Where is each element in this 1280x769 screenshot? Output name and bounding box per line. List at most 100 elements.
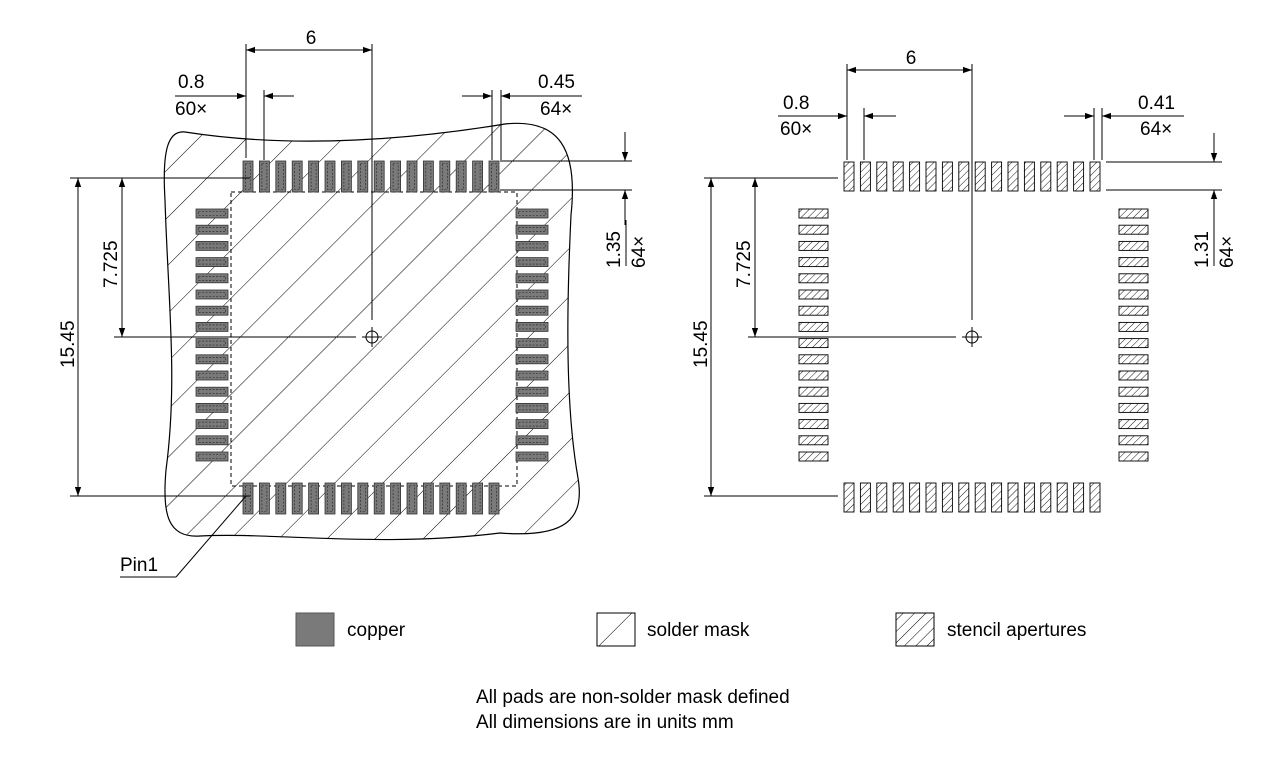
stencil-aperture <box>798 370 829 381</box>
stencil-aperture <box>1056 161 1068 192</box>
stencil-aperture <box>909 482 921 513</box>
half-span-dimension <box>114 177 356 338</box>
note-nsmd: All pads are non-solder mask defined <box>476 687 790 708</box>
legend-label-solder-mask: solder mask <box>647 620 750 641</box>
pitch-dimension <box>245 44 373 320</box>
pad-width-dimension <box>175 90 294 160</box>
stencil-aperture <box>798 435 829 446</box>
full-span-label: 15.45 <box>691 320 712 368</box>
copper-pad <box>515 370 549 381</box>
pad-mask-opening <box>458 163 465 190</box>
copper-pad <box>308 482 320 515</box>
right-aperture-column <box>1118 208 1149 462</box>
pad-mask-opening <box>310 163 317 190</box>
copper-pad <box>195 451 229 462</box>
copper-pad <box>455 160 467 193</box>
pad-mask-opening <box>245 163 251 190</box>
legend-label-copper: copper <box>347 620 406 641</box>
stencil-aperture <box>798 451 829 462</box>
stencil-aperture <box>1118 257 1149 268</box>
stencil-aperture <box>859 482 871 513</box>
stencil-aperture <box>1118 402 1149 413</box>
stencil-aperture <box>925 161 937 192</box>
pad-mask-opening <box>518 340 546 346</box>
pad-mask-opening <box>441 163 448 190</box>
pad-mask-opening <box>198 340 226 346</box>
pad-mask-opening <box>343 485 350 512</box>
pad-mask-opening <box>198 292 226 297</box>
copper-pad <box>488 482 500 515</box>
pad-mask-opening <box>198 227 226 232</box>
pad-mask-opening <box>198 421 226 427</box>
copper-pad <box>195 402 229 413</box>
copper-pad <box>324 160 336 193</box>
copper-pad <box>422 160 434 193</box>
copper-pad <box>195 419 229 430</box>
pad-mask-opening <box>518 437 546 443</box>
pad-mask-opening <box>518 243 546 249</box>
stencil-aperture <box>909 161 921 192</box>
pin1-leader <box>120 495 247 578</box>
mask-width-dimension <box>462 90 582 160</box>
pad-mask-opening <box>474 163 481 190</box>
full-span-dimension <box>704 177 838 497</box>
stencil-aperture <box>974 161 986 192</box>
stencil-aperture <box>892 482 904 513</box>
bottom-pad-row <box>242 482 500 515</box>
aperture-length-count: 64× <box>1217 236 1238 268</box>
copper-swatch <box>295 612 335 647</box>
half-span-label: 7.725 <box>101 240 122 288</box>
right-stencil-view: 6 0.8 60× 0.41 64× 1.31 64× <box>691 48 1238 513</box>
stencil-aperture <box>958 482 970 513</box>
stencil-aperture <box>1073 482 1085 513</box>
copper-pad <box>195 224 229 235</box>
stencil-aperture <box>1118 208 1149 219</box>
copper-pad <box>324 482 336 515</box>
stencil-aperture <box>798 402 829 413</box>
stencil-aperture <box>1118 435 1149 446</box>
stencil-aperture <box>859 161 871 192</box>
stencil-aperture <box>1118 451 1149 462</box>
stencil-aperture <box>1118 305 1149 316</box>
copper-pad <box>515 208 549 219</box>
stencil-aperture <box>1118 370 1149 381</box>
copper-pad <box>472 160 484 193</box>
stencil-aperture <box>798 240 829 251</box>
copper-pad <box>195 305 229 316</box>
copper-pad <box>373 482 385 515</box>
stencil-aperture <box>798 419 829 430</box>
pad-mask-opening <box>425 485 432 512</box>
pad-mask-opening <box>198 211 226 216</box>
pad-mask-opening <box>518 389 546 395</box>
pad-mask-opening <box>261 485 268 512</box>
copper-pad <box>242 160 254 193</box>
copper-pad <box>390 160 402 193</box>
copper-pad <box>195 289 229 300</box>
center-mark <box>962 327 982 347</box>
pad-mask-opening <box>518 405 546 411</box>
stencil-aperture <box>798 273 829 284</box>
copper-pad <box>406 482 418 515</box>
pad-mask-opening <box>425 163 432 190</box>
copper-pad <box>373 160 385 193</box>
pad-mask-opening <box>491 485 497 512</box>
copper-pad <box>515 321 549 332</box>
pad-mask-opening <box>198 437 226 443</box>
pad-mask-opening <box>327 163 333 190</box>
copper-pad <box>242 482 254 515</box>
mask-width-count: 64× <box>540 99 572 120</box>
copper-pad <box>195 338 229 349</box>
pad-mask-opening <box>198 405 226 411</box>
stencil-aperture <box>941 482 953 513</box>
copper-pad <box>258 160 270 193</box>
pad-mask-opening <box>518 308 546 314</box>
copper-pad <box>291 482 303 515</box>
copper-pad <box>515 338 549 349</box>
stencil-aperture <box>925 482 937 513</box>
stencil-aperture <box>798 208 829 219</box>
pad-mask-opening <box>261 163 268 190</box>
copper-pad <box>515 386 549 397</box>
pad-mask-opening <box>518 259 546 265</box>
stencil-aperture <box>1118 289 1149 300</box>
pad-mask-opening <box>518 227 546 232</box>
